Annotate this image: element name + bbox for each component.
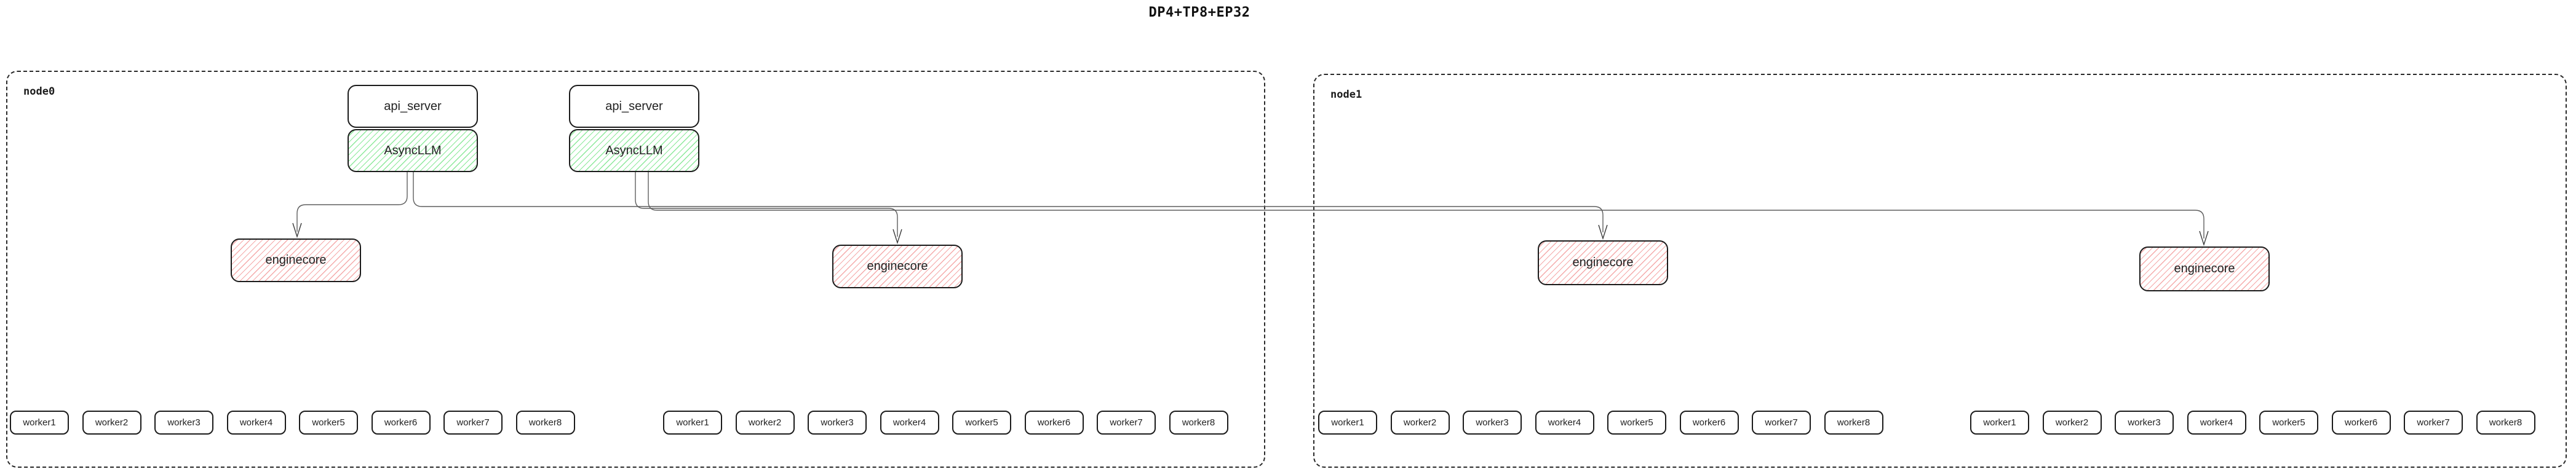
worker-box: worker4 [2187,411,2246,435]
node1-label: node1 [1330,89,1362,101]
worker-box: worker7 [1752,411,1811,435]
worker-box: worker2 [2042,411,2102,435]
worker-box: worker8 [1169,411,1228,435]
worker-box: worker1 [663,411,722,435]
node0-label: node0 [23,85,55,98]
worker-box: worker3 [154,411,213,435]
worker-box: worker4 [226,411,286,435]
worker-box: worker7 [443,411,503,435]
diagram-title: DP4+TP8+EP32 [1148,5,1250,20]
worker-box: worker8 [515,411,575,435]
worker-box: worker4 [1535,411,1594,435]
worker-box: worker3 [1463,411,1522,435]
worker-box: worker6 [371,411,431,435]
worker-box: worker5 [2259,411,2318,435]
worker-box: worker5 [299,411,358,435]
api-server-box-2: api_server [569,85,699,128]
node1-container: node1 [1313,74,2567,468]
worker-box: worker6 [2331,411,2391,435]
worker-box: worker6 [1679,411,1739,435]
worker-box: worker8 [1824,411,1883,435]
worker-box: worker1 [1318,411,1377,435]
worker-box: worker7 [1097,411,1156,435]
worker-box: worker2 [82,411,141,435]
worker-box: worker2 [1390,411,1450,435]
worker-box: worker1 [10,411,69,435]
worker-box: worker5 [1607,411,1666,435]
worker-box: worker4 [880,411,939,435]
worker-box: worker1 [1970,411,2029,435]
enginecore-box-3: enginecore [1538,240,1668,285]
asyncllm-box-2: AsyncLLM [569,129,699,172]
worker-group-4: worker1 worker2 worker3 worker4 worker5 … [1970,411,2535,435]
worker-box: worker2 [735,411,795,435]
enginecore-box-4: enginecore [2139,246,2270,291]
worker-group-3: worker1 worker2 worker3 worker4 worker5 … [1318,411,1883,435]
worker-group-1: worker1 worker2 worker3 worker4 worker5 … [10,411,575,435]
worker-box: worker5 [952,411,1011,435]
worker-box: worker7 [2404,411,2463,435]
enginecore-box-2: enginecore [832,245,963,288]
worker-box: worker3 [808,411,867,435]
worker-box: worker3 [2115,411,2174,435]
node0-container: node0 [6,71,1265,468]
worker-group-2: worker1 worker2 worker3 worker4 worker5 … [663,411,1228,435]
worker-box: worker8 [2476,411,2535,435]
asyncllm-box-1: AsyncLLM [348,129,478,172]
api-server-box-1: api_server [348,85,478,128]
enginecore-box-1: enginecore [231,238,361,282]
worker-box: worker6 [1024,411,1084,435]
